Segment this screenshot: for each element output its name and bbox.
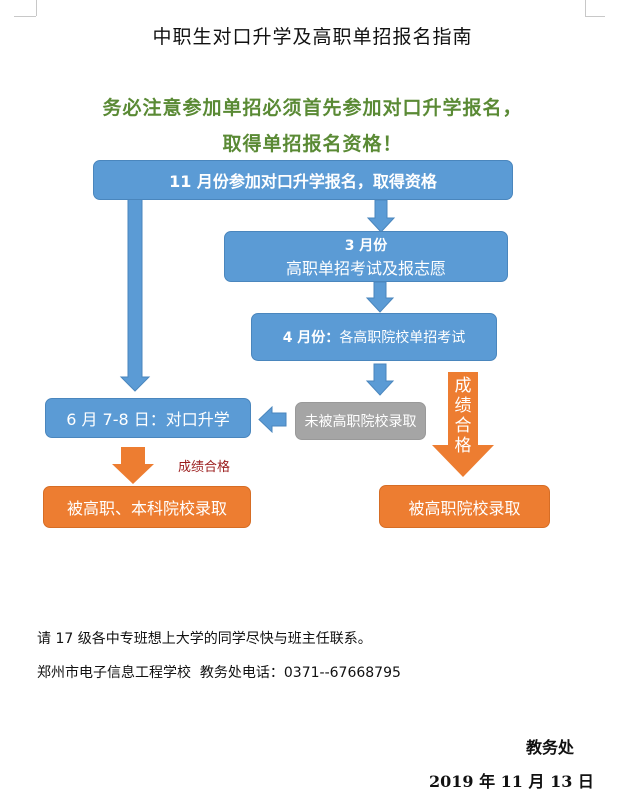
arrow-down-icon-3 <box>365 363 395 396</box>
step-november-text: 11 月份参加对口升学报名，取得资格 <box>169 172 437 191</box>
pass-char: 绩 <box>454 396 472 416</box>
step-november-box: 11 月份参加对口升学报名，取得资格 <box>93 160 513 200</box>
pass-label-left: 成绩合格 <box>178 460 231 475</box>
step-march-desc: 高职单招考试及报志愿 <box>285 258 446 278</box>
result-right-box: 被高职院校录取 <box>379 485 550 528</box>
arrow-left-icon <box>258 405 287 434</box>
page-corner-mark-right <box>585 0 586 16</box>
arrow-down-orange-small-icon <box>112 447 154 484</box>
notice-line-2: 取得单招报名资格！ <box>222 133 403 155</box>
page-title: 中职生对口升学及高职单招报名指南 <box>152 26 473 48</box>
step-april-box: 4 月份： 各高职院校单招考试 <box>251 313 497 361</box>
step-march-title: 3 月份 <box>344 237 388 254</box>
not-admitted-box: 未被高职院校录取 <box>295 402 426 440</box>
notice-line-1: 务必注意参加单招必须首先参加对口升学报名， <box>102 97 523 119</box>
step-april-desc: 各高职院校单招考试 <box>339 330 466 346</box>
result-left-box: 被高职、本科院校录取 <box>43 486 251 528</box>
arrow-down-icon-2 <box>365 281 395 313</box>
page-corner-mark-left-h <box>14 16 36 17</box>
contact-note: 请 17 级各中专班想上大学的同学尽快与班主任联系。 <box>37 631 372 647</box>
arrow-down-icon-1 <box>366 199 396 233</box>
pass-char: 合 <box>454 416 472 436</box>
pass-char: 格 <box>454 436 472 456</box>
result-left-text: 被高职、本科院校录取 <box>66 499 227 518</box>
step-june-text: 6 月 7-8 日：对口升学 <box>66 410 230 429</box>
signature: 教务处 <box>526 738 575 757</box>
step-june-box: 6 月 7-8 日：对口升学 <box>45 398 251 438</box>
step-april-title: 4 月份： <box>282 330 340 346</box>
arrow-down-long-icon <box>119 198 151 392</box>
date: 2019 年 11 月 13 日 <box>429 772 594 791</box>
arrow-down-orange-large-icon <box>432 372 494 477</box>
not-admitted-text: 未被高职院校录取 <box>304 414 417 430</box>
step-march-box: 3 月份 高职单招考试及报志愿 <box>224 231 508 282</box>
page-corner-mark-right-h <box>585 16 605 17</box>
pass-char: 成 <box>454 376 472 396</box>
school-phone: 郑州市电子信息工程学校 教务处电话：0371--67668795 <box>37 665 401 681</box>
result-right-text: 被高职院校录取 <box>408 498 521 518</box>
page-corner-mark-left <box>36 0 37 16</box>
pass-label-vertical: 成 绩 合 格 <box>453 376 473 456</box>
